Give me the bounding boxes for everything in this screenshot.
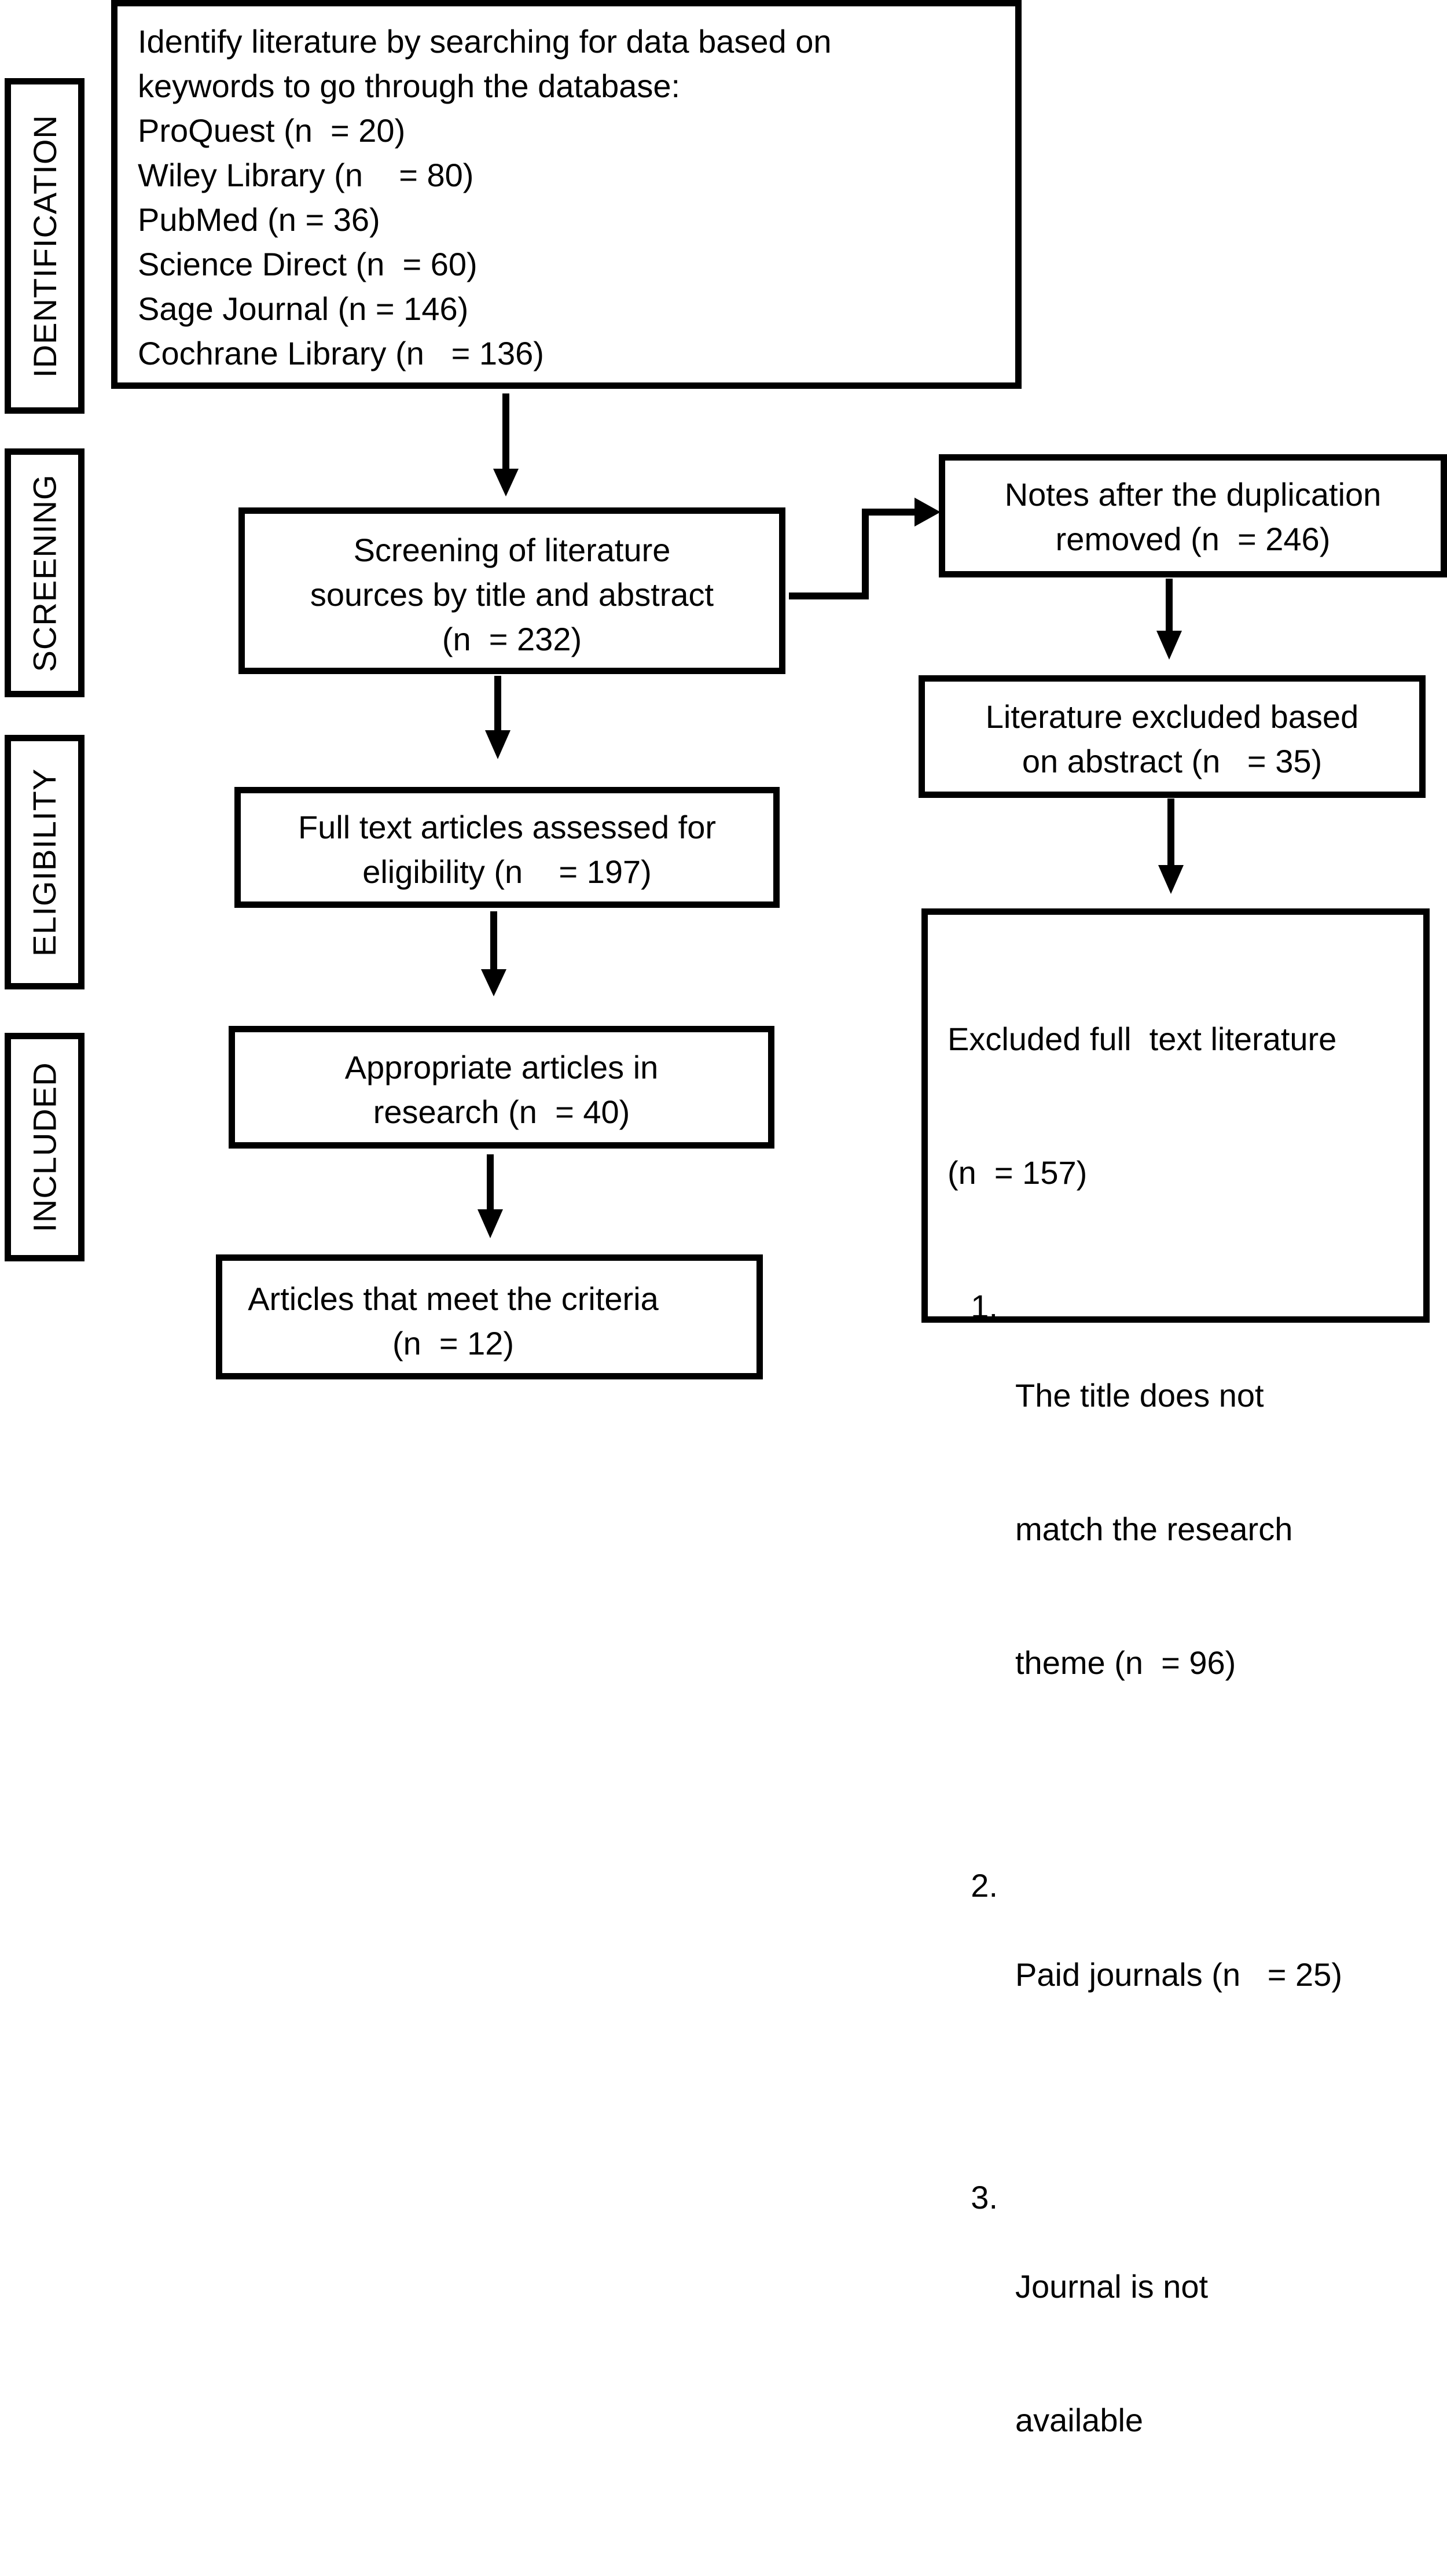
list-number: 2.: [971, 1867, 998, 1904]
list-item-line: theme (n = 96): [1015, 1644, 1236, 1681]
stage-included: INCLUDED: [5, 1033, 85, 1261]
connector-arrows: [478, 393, 1184, 1238]
eligibility-count: eligibility (n = 197): [362, 853, 652, 890]
appropriate-line: Appropriate articles in: [344, 1049, 659, 1085]
list-item-line: Paid journals (n = 25): [1015, 1956, 1342, 1993]
screening-line: Screening of literature: [353, 532, 671, 568]
arrowhead: [485, 730, 511, 759]
eligibility-line: Full text articles assessed for: [298, 809, 717, 845]
abstract-excluded-box: [919, 675, 1426, 798]
list-number: 1.: [971, 1288, 998, 1324]
fulltext-excluded-heading: Excluded full text literature: [947, 1021, 1337, 1057]
arrowhead: [1156, 631, 1182, 660]
screening-text: Screening of literature sources by title…: [238, 528, 785, 661]
screening-line: sources by title and abstract: [310, 576, 714, 613]
source-science-direct: Science Direct (n = 60): [138, 246, 478, 282]
arrowhead: [493, 469, 519, 496]
fulltext-excluded-box: [921, 908, 1430, 1323]
duplication-text: Notes after the duplication removed (n =…: [939, 472, 1447, 561]
screening-count: (n = 232): [442, 621, 582, 657]
arrowhead: [915, 498, 941, 527]
abstract-excluded-text: Literature excluded based on abstract (n…: [919, 694, 1426, 783]
identify-line: keywords to go through the database:: [138, 68, 681, 104]
source-wiley: Wiley Library (n = 80): [138, 157, 474, 193]
appropriate-box: [229, 1026, 774, 1149]
source-cochrane: Cochrane Library (n = 136): [138, 335, 544, 371]
stage-identification: IDENTIFICATION: [5, 78, 85, 414]
duplication-count: removed (n = 246): [1055, 521, 1331, 557]
list-item-line: available: [1015, 2402, 1144, 2438]
source-pubmed: PubMed (n = 36): [138, 201, 380, 238]
list-number: 3.: [971, 2179, 998, 2216]
fulltext-excluded-count: (n = 157): [947, 1154, 1088, 1191]
screening-box: [238, 507, 785, 674]
criteria-text: Articles that meet the criteria (n = 12): [216, 1276, 691, 1366]
identification-box: [111, 0, 1022, 389]
abstract-excluded-line: Literature excluded based: [985, 698, 1359, 735]
criteria-box: [216, 1254, 763, 1379]
criteria-line: Articles that meet the criteria: [248, 1280, 659, 1317]
abstract-excluded-count: on abstract (n = 35): [1022, 743, 1323, 779]
arrowhead: [1158, 865, 1184, 894]
eligibility-text: Full text articles assessed for eligibil…: [234, 805, 780, 894]
identify-line: Identify literature by searching for dat…: [138, 23, 832, 60]
eligibility-box: [234, 787, 780, 908]
source-sage: Sage Journal (n = 146): [138, 290, 469, 327]
exclusion-reason-3: 3. Journal is not available: [947, 2175, 1342, 2531]
duplication-line: Notes after the duplication: [1004, 476, 1382, 513]
list-item-line: match the research: [1015, 1511, 1293, 1547]
arrowhead: [481, 969, 506, 996]
source-proquest: ProQuest (n = 20): [138, 112, 406, 149]
list-item-line: Journal is not: [1015, 2268, 1209, 2305]
arrow-screening-to-duplication: [789, 509, 917, 599]
appropriate-text: Appropriate articles in research (n = 40…: [229, 1045, 774, 1134]
list-item-line: The title does not: [1015, 1377, 1264, 1414]
criteria-count: (n = 12): [392, 1325, 515, 1361]
arrowhead: [478, 1209, 503, 1238]
appropriate-count: research (n = 40): [373, 1094, 630, 1130]
list-item-text: Paid journals (n = 25): [1015, 1863, 1342, 2086]
exclusion-reason-2: 2. Paid journals (n = 25): [947, 1863, 1342, 2086]
stage-screening: SCREENING: [5, 448, 85, 697]
stage-eligibility: ELIGIBILITY: [5, 735, 85, 989]
list-item-text: Journal is not available: [1015, 2175, 1208, 2531]
identification-text: Identify literature by searching for dat…: [138, 19, 832, 376]
duplication-box: [939, 454, 1447, 577]
